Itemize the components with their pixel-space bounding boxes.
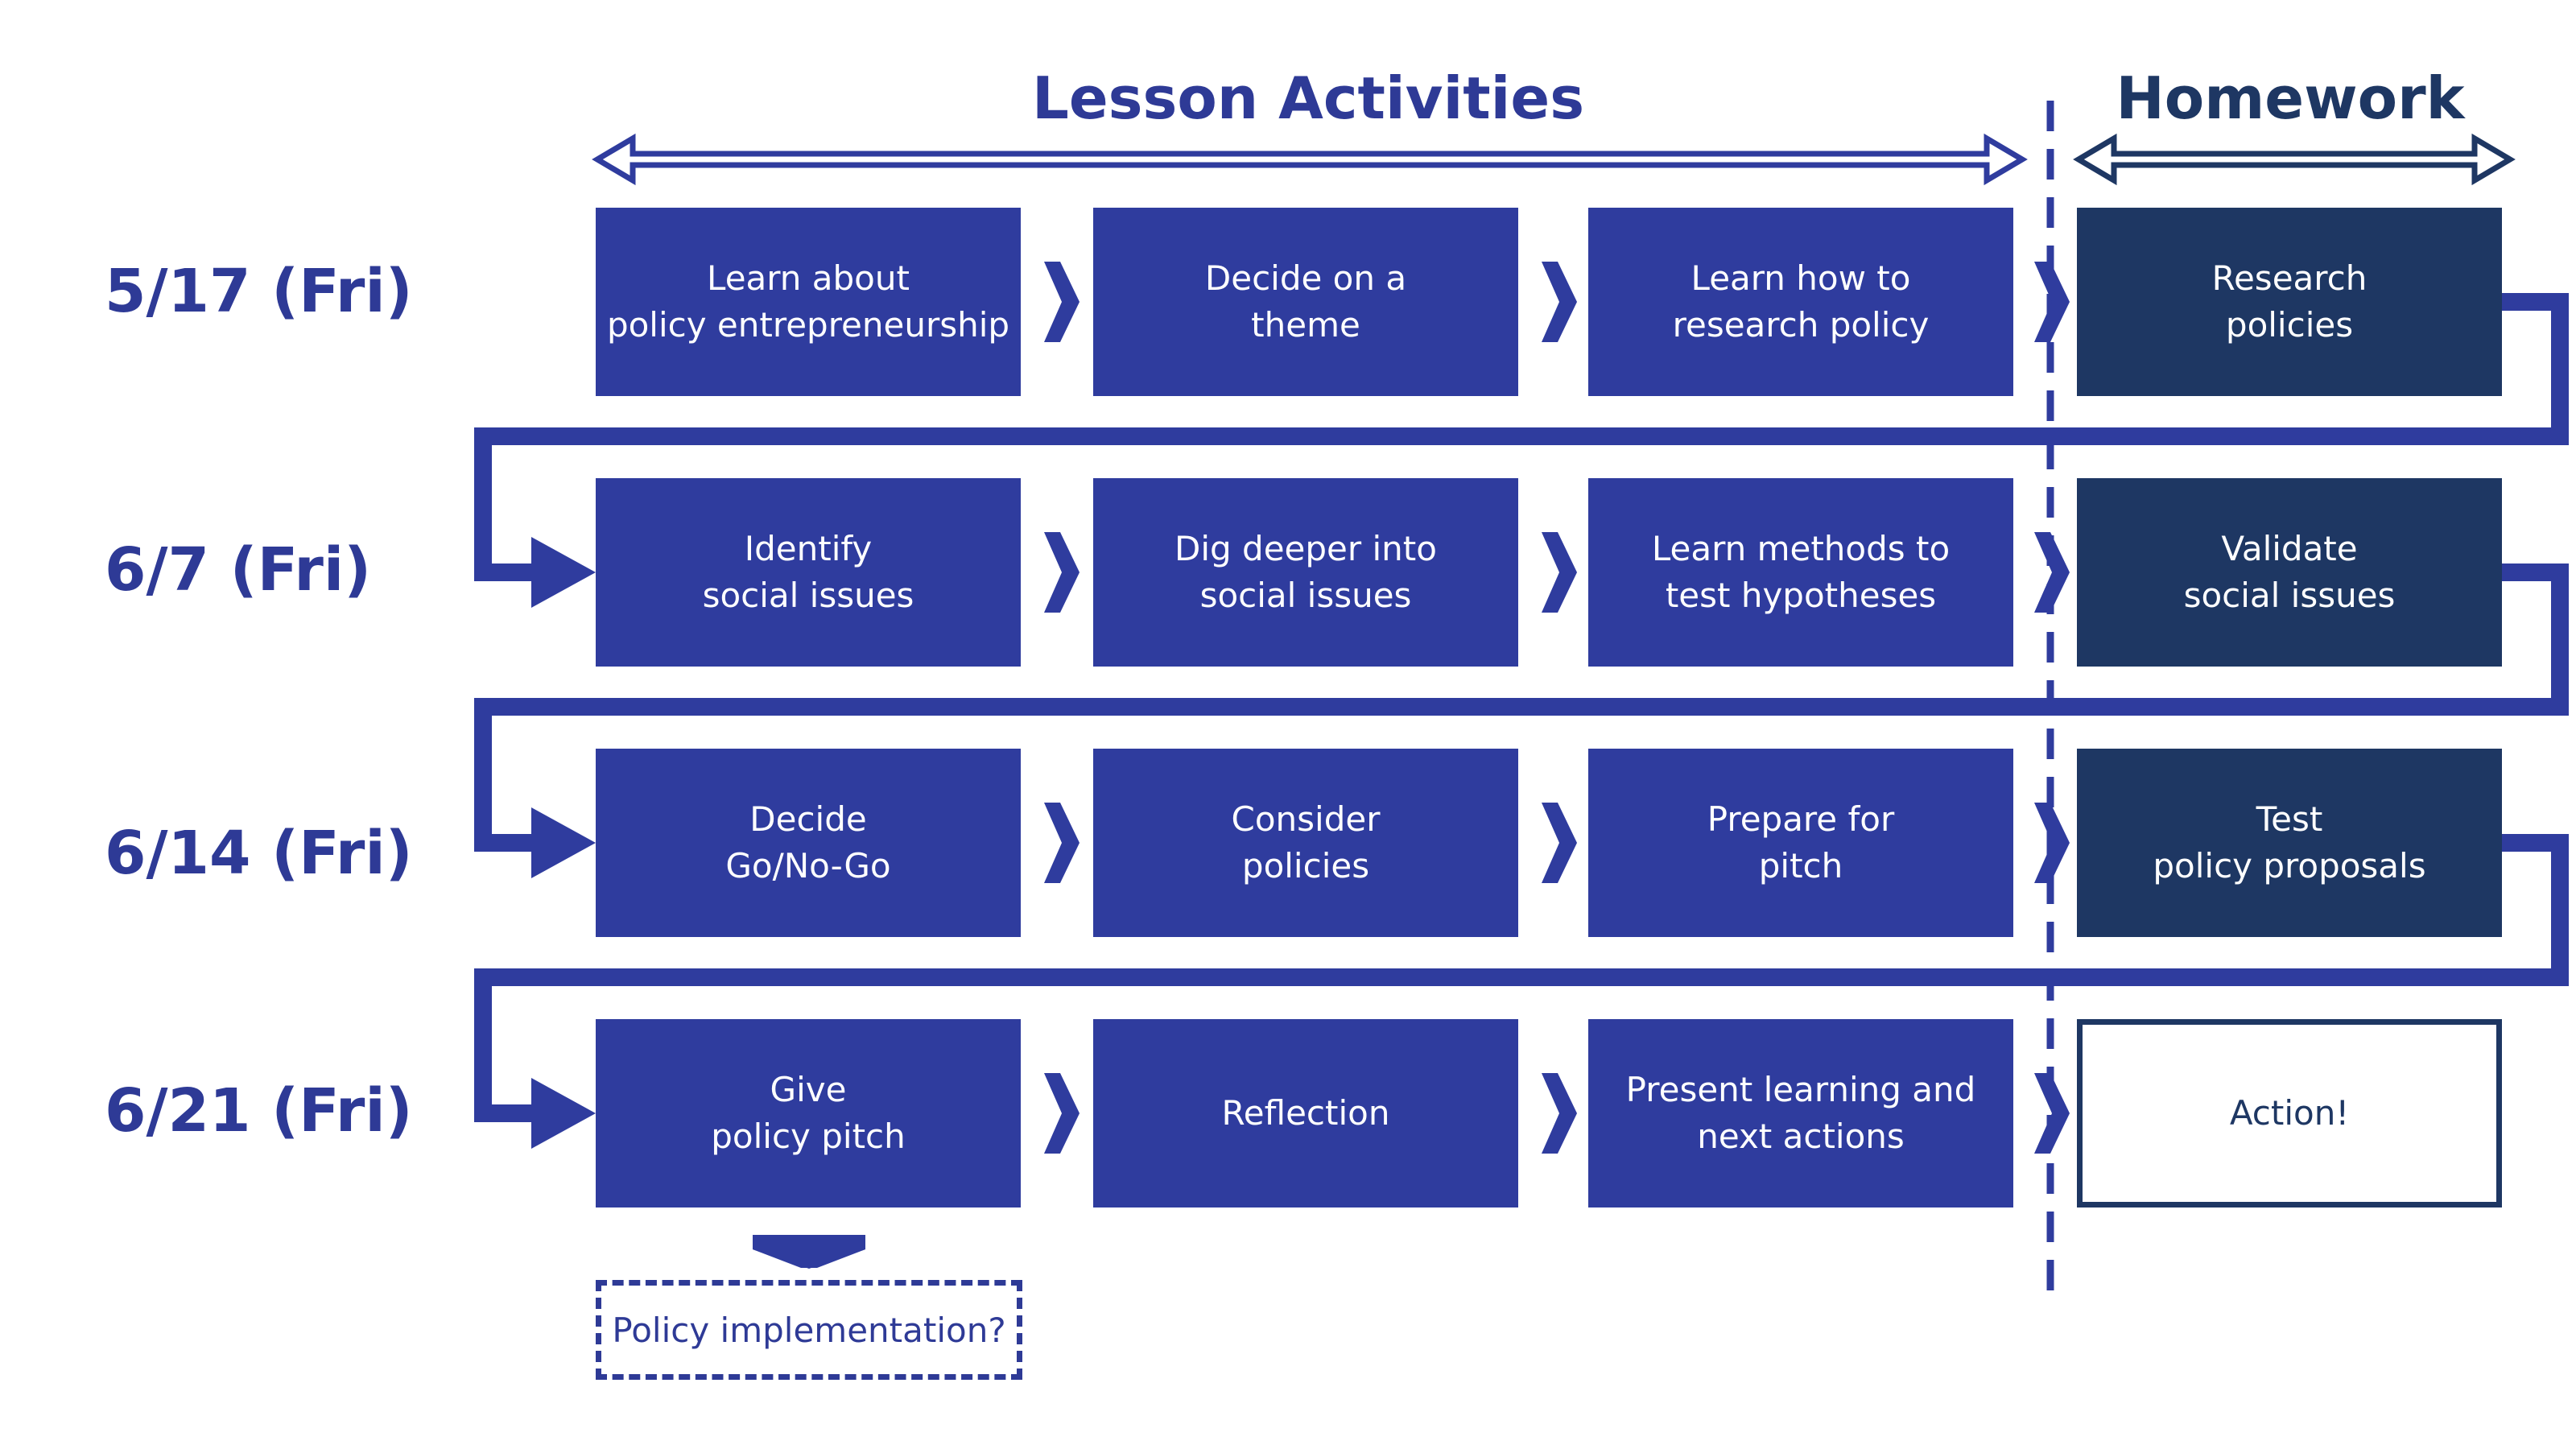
date-label-1: 5/17 (Fri) [105, 257, 413, 326]
row-connector-2 [474, 564, 2569, 852]
next-step-arrow-r1-1 [1044, 262, 1080, 342]
next-step-arrow-r4-3 [2034, 1073, 2070, 1154]
homework-action: Action! [2077, 1019, 2502, 1208]
next-step-arrow-r2-3 [2034, 532, 2070, 613]
homework-header: Homework [2116, 64, 2465, 132]
date-label-3: 6/14 (Fri) [105, 819, 413, 888]
row-connector-arrowhead-2 [531, 807, 596, 878]
next-step-arrow-r3-1 [1044, 803, 1080, 883]
lesson-range-arrow [592, 133, 2028, 186]
next-step-arrow-r2-2 [1542, 532, 1577, 613]
activity-reflection: Reflection [1093, 1019, 1518, 1208]
next-step-arrow-r4-1 [1044, 1073, 1080, 1154]
next-step-arrow-r1-3 [2034, 262, 2070, 342]
next-step-arrow-r2-1 [1044, 532, 1080, 613]
row-connector-1 [474, 293, 2569, 581]
down-arrow-head [753, 1249, 865, 1269]
row-connector-arrowhead-1 [531, 537, 596, 608]
date-label-4: 6/21 (Fri) [105, 1076, 413, 1146]
row-connector-3 [474, 834, 2569, 1122]
date-label-2: 6/7 (Fri) [105, 535, 372, 605]
lesson-activities-header: Lesson Activities [1031, 64, 1585, 132]
next-step-arrow-r4-2 [1542, 1073, 1577, 1154]
policy-implementation-box: Policy implementation? [596, 1280, 1022, 1380]
next-step-arrow-r1-2 [1542, 262, 1577, 342]
homework-range-arrow [2073, 133, 2516, 186]
next-step-arrow-r3-3 [2034, 803, 2070, 883]
next-step-arrow-r3-2 [1542, 803, 1577, 883]
row-connector-arrowhead-3 [531, 1078, 596, 1149]
